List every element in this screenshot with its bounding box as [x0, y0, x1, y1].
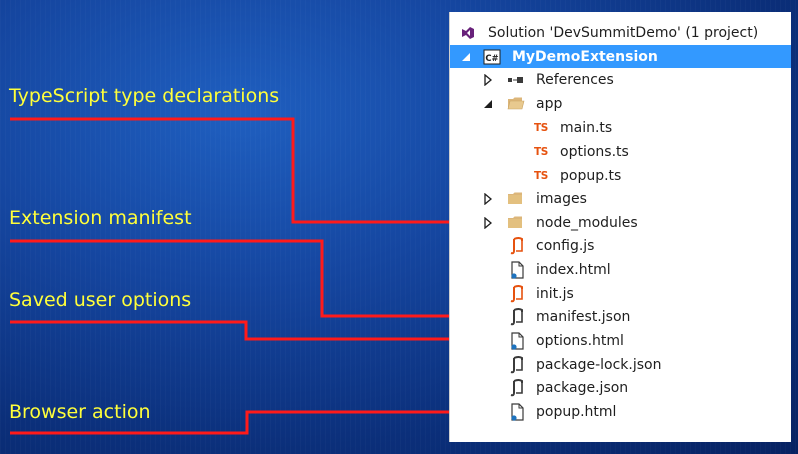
json-file-icon	[508, 378, 526, 397]
visual-studio-solution-icon	[459, 24, 477, 42]
tree-item-project[interactable]: C# MyDemoExtension	[450, 45, 791, 68]
tree-item-popup-html[interactable]: popup.html	[450, 400, 791, 423]
callout-extension-manifest: Extension manifest	[9, 207, 192, 229]
open-folder-icon	[507, 95, 525, 113]
tree-item-images-folder[interactable]: images	[450, 187, 791, 210]
json-file-icon	[508, 307, 526, 326]
tree-item-label: main.ts	[560, 119, 613, 136]
collapsed-triangle-icon[interactable]	[482, 216, 494, 230]
typescript-file-icon: TS	[533, 169, 549, 182]
tree-item-main-ts[interactable]: TS main.ts	[450, 116, 791, 139]
tree-item-label: popup.html	[536, 403, 617, 420]
tree-item-manifest-json[interactable]: manifest.json	[450, 305, 791, 328]
tree-item-label: package-lock.json	[536, 356, 662, 373]
tree-item-references[interactable]: References	[450, 68, 791, 91]
tree-item-label: node_modules	[536, 214, 638, 231]
solution-explorer-panel: Solution 'DevSummitDemo' (1 project) C# …	[449, 12, 791, 442]
csharp-project-icon: C#	[483, 48, 501, 66]
tree-item-label: options.html	[536, 332, 624, 349]
tree-item-popup-ts[interactable]: TS popup.ts	[450, 164, 791, 187]
tree-item-label: popup.ts	[560, 167, 622, 184]
html-file-icon	[508, 331, 526, 350]
references-icon	[507, 71, 525, 89]
callout-saved-user-options: Saved user options	[9, 289, 192, 311]
tree-item-label: References	[536, 71, 614, 88]
tree-item-init-js[interactable]: init.js	[450, 282, 791, 305]
connector-manifest	[10, 239, 471, 320]
expanded-triangle-icon[interactable]	[482, 97, 494, 111]
folder-icon	[507, 214, 525, 232]
tree-item-label: index.html	[536, 261, 611, 278]
tree-item-index-html[interactable]: index.html	[450, 258, 791, 281]
tree-item-package-lock-json[interactable]: package-lock.json	[450, 353, 791, 376]
json-file-icon	[508, 355, 526, 374]
tree-item-label: Solution 'DevSummitDemo' (1 project)	[488, 24, 759, 41]
tree-item-options-html[interactable]: options.html	[450, 329, 791, 352]
tree-item-solution[interactable]: Solution 'DevSummitDemo' (1 project)	[450, 21, 791, 44]
tree-item-label: images	[536, 190, 587, 207]
folder-icon	[507, 190, 525, 208]
javascript-file-icon	[508, 236, 526, 255]
tree-item-label: package.json	[536, 379, 629, 396]
typescript-file-icon: TS	[533, 121, 549, 134]
tree-item-options-ts[interactable]: TS options.ts	[450, 140, 791, 163]
callout-browser-action: Browser action	[9, 401, 151, 423]
tree-item-label: init.js	[536, 285, 574, 302]
html-file-icon	[508, 402, 526, 421]
connector-options	[10, 320, 484, 343]
tree-item-node-modules-folder[interactable]: node_modules	[450, 211, 791, 234]
tree-item-label: options.ts	[560, 143, 629, 160]
tree-item-config-js[interactable]: config.js	[450, 234, 791, 257]
tree-item-package-json[interactable]: package.json	[450, 376, 791, 399]
csharp-badge-text: C#	[485, 54, 498, 64]
javascript-file-icon	[508, 284, 526, 303]
tree-item-label: MyDemoExtension	[512, 48, 658, 65]
html-file-icon	[508, 260, 526, 279]
collapsed-triangle-icon[interactable]	[482, 192, 494, 206]
connector-typescript	[10, 117, 471, 226]
tree-item-label: manifest.json	[536, 308, 631, 325]
expanded-triangle-icon[interactable]	[460, 50, 472, 64]
tree-item-label: app	[536, 95, 563, 112]
tree-item-app-folder[interactable]: app	[450, 92, 791, 115]
callout-typescript-declarations: TypeScript type declarations	[9, 85, 280, 107]
tree-item-label: config.js	[536, 237, 595, 254]
collapsed-triangle-icon[interactable]	[482, 73, 494, 87]
typescript-file-icon: TS	[533, 145, 549, 158]
connector-browser-action	[10, 408, 484, 435]
